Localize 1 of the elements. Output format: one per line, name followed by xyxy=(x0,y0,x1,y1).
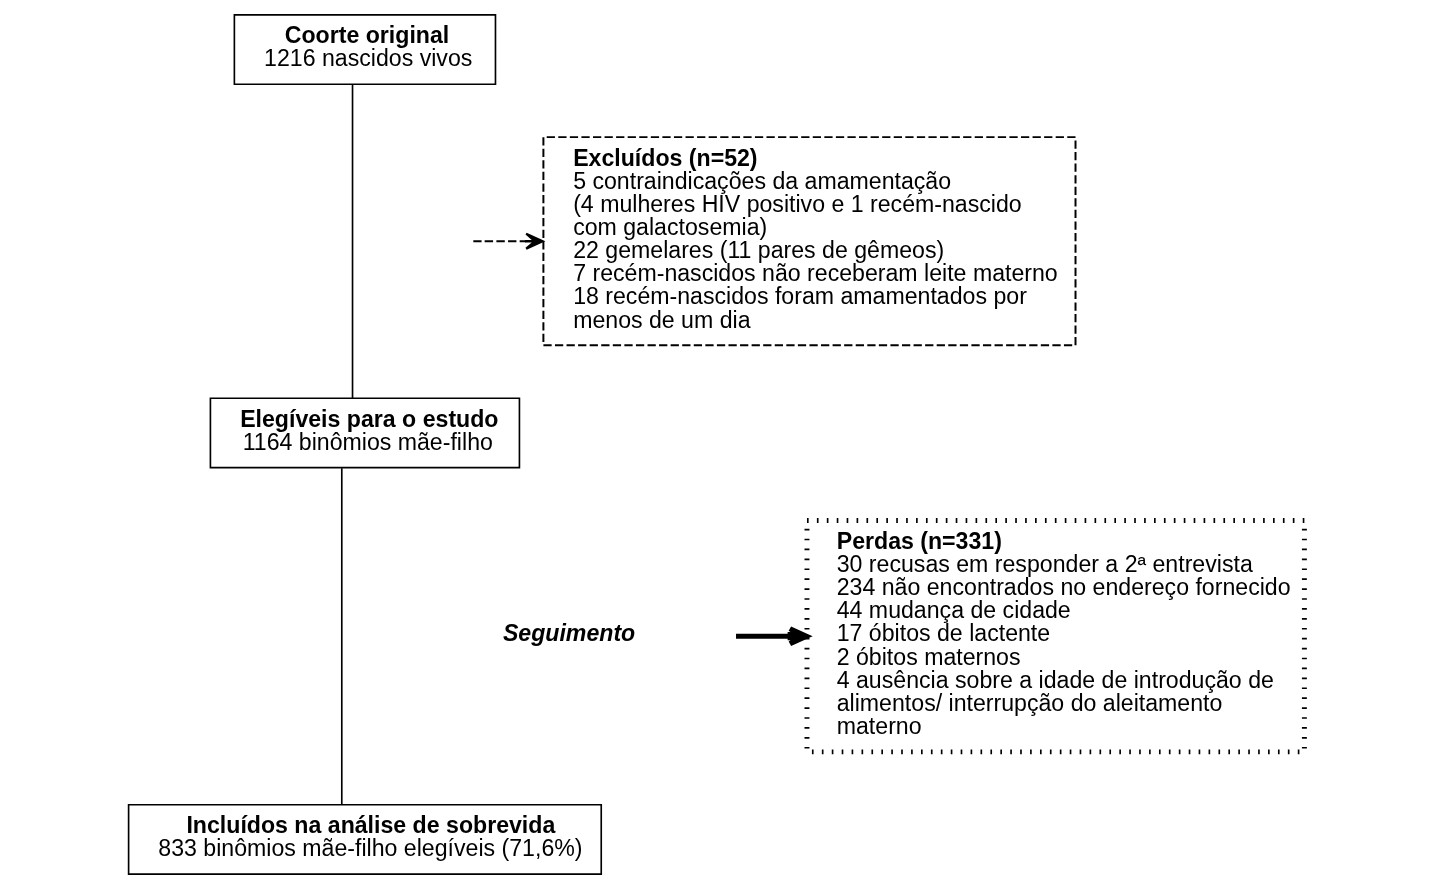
label: Seguimento xyxy=(502,619,635,646)
